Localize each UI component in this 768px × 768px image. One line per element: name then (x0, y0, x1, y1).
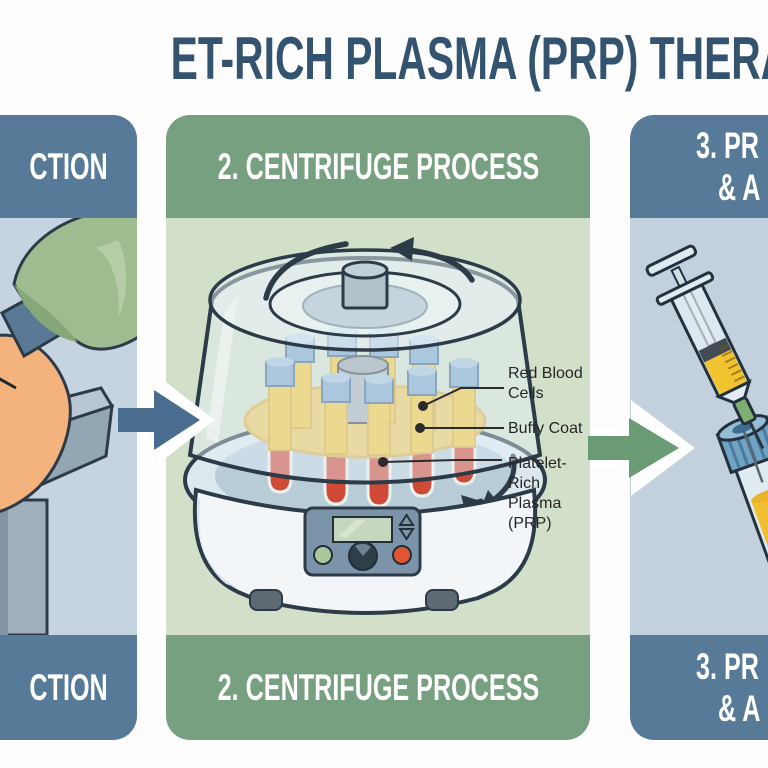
label-red-blood-cells-line2: Cells (508, 385, 544, 402)
step2-header-text: 2. CENTRIFUGE PROCESS (217, 145, 539, 187)
plunger-handle (645, 244, 698, 277)
step2-body: Red Blood Cells Buffy Coat Platelet-Rich… (166, 218, 590, 635)
centrifuge-foot-left (249, 589, 283, 611)
armrest-pedestal-shade (0, 500, 8, 635)
page-title-text: ET-RICH PLASMA (PRP) THERAPY DI (170, 25, 768, 92)
step2-footer-text: 2. CENTRIFUGE PROCESS (217, 666, 539, 708)
step1-header-text: CTION (29, 145, 108, 187)
lid-rotation-arrow-icon (263, 237, 475, 301)
step3-header: 3. PR & A (630, 115, 768, 218)
dome-highlight (206, 296, 238, 443)
centrifuge-illustration (183, 237, 547, 615)
step3-header-line1: 3. PR (696, 124, 759, 166)
needle-in-tube (742, 431, 764, 483)
sleeve-fold (14, 284, 78, 342)
flow-arrow-1-icon (118, 376, 215, 464)
step1-footer: CTION (0, 635, 137, 740)
step3-footer: 3. PR & A (630, 635, 768, 740)
centrifuge-foot-right (425, 589, 459, 611)
syringe-plasma (704, 349, 748, 396)
needle-line (0, 377, 17, 390)
page-title: ET-RICH PLASMA (PRP) THERAPY DI (0, 22, 768, 96)
start-button (313, 545, 333, 565)
step1-footer-text: CTION (29, 666, 108, 708)
tubes-front-row (265, 357, 479, 456)
panel-step2-centrifuge: 2. CENTRIFUGE PROCESS (166, 115, 590, 740)
label-prp-line2: Plasma (PRP) (508, 495, 562, 532)
label-buffy-coat: Buffy Coat (508, 420, 583, 437)
arm-blood-draw-illustration (0, 218, 137, 635)
plunger-stopper (698, 337, 732, 363)
label-red-blood-cells: Red Blood Cells (508, 364, 583, 404)
step3-header-line2: & A (718, 166, 761, 208)
syringe (645, 244, 765, 450)
barrel-ticks (718, 344, 745, 383)
step2-header: 2. CENTRIFUGE PROCESS (166, 115, 590, 218)
patient-arm (0, 333, 72, 513)
label-red-blood-cells-line1: Red Blood (508, 365, 583, 382)
up-arrow-button (398, 513, 415, 526)
syringe-illustration (645, 244, 768, 635)
control-panel (303, 506, 422, 577)
step1-header: CTION (0, 115, 137, 218)
label-platelet-rich-plasma: Platelet-Rich Plasma (PRP) (508, 454, 590, 534)
panel-step1-blood-collection: CTION CTION (0, 115, 137, 740)
flow-arrow-2-icon (588, 400, 695, 496)
knob-highlight (355, 543, 371, 556)
dome-knob (341, 260, 389, 310)
label-prp-line1: Platelet-Rich (508, 455, 567, 492)
step3-body (630, 218, 768, 635)
stop-button (392, 545, 412, 565)
step3-footer-line2: & A (718, 687, 761, 729)
step3-footer-line1: 3. PR (696, 645, 759, 687)
panel-step3-prp-application: 3. PR & A (630, 115, 768, 740)
syringe-needle (748, 420, 765, 450)
step1-body (0, 218, 137, 635)
callout-lines (378, 387, 504, 467)
sleeve-highlight (96, 240, 127, 318)
down-arrow-button (398, 528, 415, 541)
step2-footer: 2. CENTRIFUGE PROCESS (166, 635, 590, 740)
